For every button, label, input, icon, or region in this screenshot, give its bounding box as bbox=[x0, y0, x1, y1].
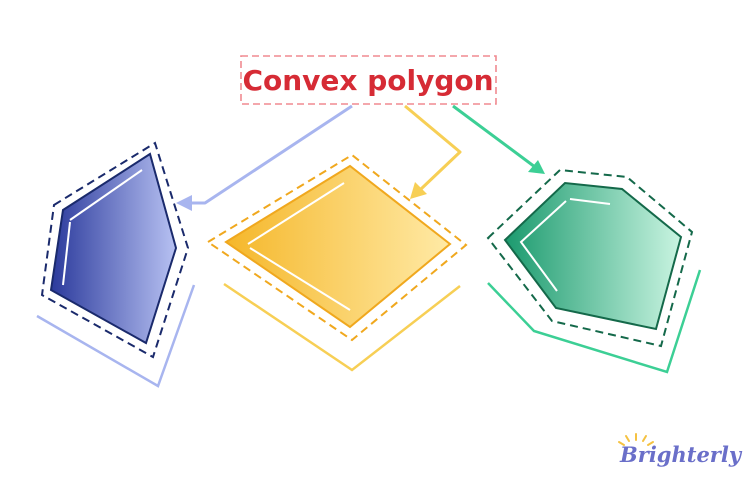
green-hexagon-dashed-outline bbox=[486, 168, 694, 348]
green-hexagon-highlight-2 bbox=[519, 200, 567, 292]
green-hexagon-shadow-line bbox=[487, 269, 702, 374]
yellow-rhombus-dashed-outline bbox=[206, 153, 468, 342]
blue-pentagon-highlight-2 bbox=[62, 221, 71, 286]
logo-text: Brighterly bbox=[619, 442, 743, 467]
arrow-to-blue bbox=[176, 104, 353, 211]
blue-pentagon bbox=[36, 141, 196, 388]
blue-pentagon-shape bbox=[49, 152, 178, 345]
blue-pentagon-highlight bbox=[69, 169, 143, 221]
green-hexagon-shape bbox=[503, 181, 683, 331]
yellow-rhombus bbox=[206, 153, 468, 372]
arrowhead-blue bbox=[176, 195, 192, 211]
title-dashed-border bbox=[240, 55, 497, 105]
green-hexagon bbox=[486, 168, 702, 374]
sun-icon bbox=[618, 433, 654, 446]
title-box: Convex polygon bbox=[240, 55, 497, 105]
yellow-rhombus-highlight-2 bbox=[249, 247, 351, 311]
title-label: Convex polygon bbox=[242, 64, 493, 97]
green-hexagon-highlight bbox=[569, 198, 611, 205]
arrow-to-yellow bbox=[404, 104, 462, 199]
arrowhead-yellow bbox=[410, 182, 427, 199]
arrowhead-green bbox=[528, 160, 545, 174]
yellow-rhombus-highlight bbox=[247, 182, 345, 245]
blue-pentagon-dashed-outline bbox=[40, 141, 190, 359]
yellow-rhombus-shape bbox=[224, 164, 452, 329]
yellow-rhombus-shadow-line bbox=[223, 282, 461, 372]
blue-pentagon-shadow-line bbox=[36, 284, 196, 388]
arrow-to-green bbox=[452, 104, 545, 174]
brighterly-logo: Brighterly bbox=[618, 433, 743, 467]
